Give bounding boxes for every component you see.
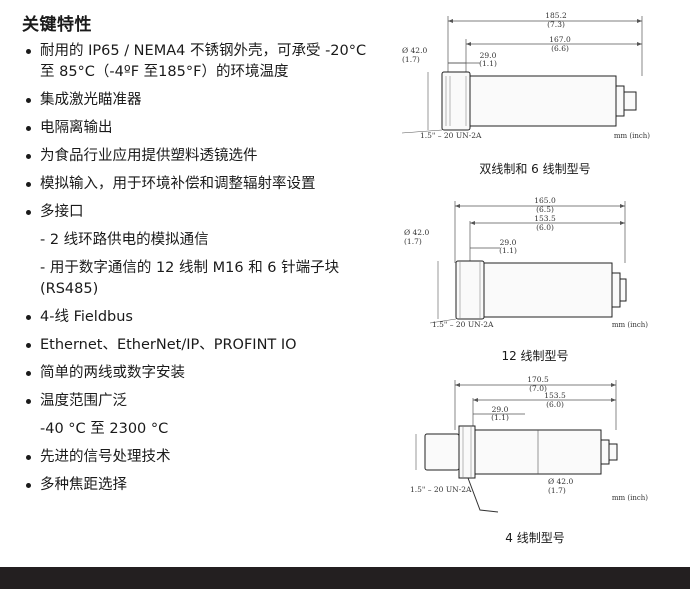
d2-thread: 1.5" – 20 UN-2A xyxy=(432,320,494,329)
d3-body: 153.5 xyxy=(544,391,566,400)
d3-nose-in: (1.1) xyxy=(491,413,509,422)
d1-nose: 29.0 xyxy=(480,51,497,60)
d1-nose-in: (1.1) xyxy=(479,59,497,68)
caption-four-wire: 4 线制型号 xyxy=(505,531,565,545)
d2-overall-in: (6.5) xyxy=(536,205,554,214)
d1-units: mm (inch) xyxy=(614,132,650,140)
dimension-drawings: 185.2 (7.3) 167.0 (6.6) Ø 42.0 (1.7) 29.… xyxy=(380,0,690,560)
d1-body-in: (6.6) xyxy=(551,44,569,53)
d1-body: 167.0 xyxy=(549,35,571,44)
feature-item: 简单的两线或数字安装 xyxy=(22,363,367,384)
feature-subitem: - 用于数字通信的 12 线制 M16 和 6 针端子块 (RS485) xyxy=(40,260,340,297)
feature-item: Ethernet、EtherNet/IP、PROFINT IO xyxy=(22,335,367,356)
d1-diameter: Ø 42.0 xyxy=(402,46,427,55)
d3-units: mm (inch) xyxy=(612,494,648,502)
feature-item: 多种焦距选择 xyxy=(22,475,367,496)
caption-two-six-wire: 双线制和 6 线制型号 xyxy=(479,162,591,176)
d3-diameter: Ø 42.0 xyxy=(548,477,573,486)
feature-item: 模拟输入，用于环境补偿和调整辐射率设置 xyxy=(22,174,367,195)
footer-bar xyxy=(0,567,690,589)
features-panel: 关键特性 耐用的 IP65 / NEMA4 不锈钢外壳，可承受 -20°C 至 … xyxy=(22,10,367,503)
feature-item: 先进的信号处理技术 xyxy=(22,447,367,468)
feature-subitem: - 2 线环路供电的模拟通信 xyxy=(40,232,209,248)
feature-subitem: -40 °C 至 2300 °C xyxy=(40,421,169,437)
drawing-four-wire: 170.5 (7.0) 153.5 (6.0) 29.0 (1.1) Ø 42.… xyxy=(410,375,648,513)
d2-body: 153.5 xyxy=(534,214,556,223)
drawing-twelve-wire: 165.0 (6.5) 153.5 (6.0) Ø 42.0 (1.7) 29.… xyxy=(404,196,648,329)
d3-thread: 1.5" – 20 UN-2A xyxy=(410,485,472,494)
d2-nose: 29.0 xyxy=(500,238,517,247)
d3-overall: 170.5 xyxy=(527,375,549,384)
d2-body-in: (6.0) xyxy=(536,223,554,232)
drawing-two-six-wire: 185.2 (7.3) 167.0 (6.6) Ø 42.0 (1.7) 29.… xyxy=(401,11,650,140)
d2-nose-in: (1.1) xyxy=(499,246,517,255)
feature-item: 4-线 Fieldbus xyxy=(22,307,367,328)
caption-twelve-wire: 12 线制型号 xyxy=(501,349,569,363)
d3-nose: 29.0 xyxy=(492,405,509,414)
d2-units: mm (inch) xyxy=(612,321,648,329)
d1-diameter-in: (1.7) xyxy=(402,55,420,64)
feature-list: 耐用的 IP65 / NEMA4 不锈钢外壳，可承受 -20°C 至 85°C（… xyxy=(22,41,367,496)
feature-item: 多接口 xyxy=(22,202,367,223)
d1-overall: 185.2 xyxy=(545,11,567,20)
d1-overall-in: (7.3) xyxy=(547,20,565,29)
d2-diameter: Ø 42.0 xyxy=(404,228,429,237)
d3-body-in: (6.0) xyxy=(546,400,564,409)
d3-overall-in: (7.0) xyxy=(529,384,547,393)
feature-item: 为食品行业应用提供塑料透镜选件 xyxy=(22,146,367,167)
d2-diameter-in: (1.7) xyxy=(404,237,422,246)
feature-item: 集成激光瞄准器 xyxy=(22,90,367,111)
feature-item: 耐用的 IP65 / NEMA4 不锈钢外壳，可承受 -20°C 至 85°C（… xyxy=(22,41,367,83)
d1-thread: 1.5" – 20 UN-2A xyxy=(420,131,482,140)
feature-item: 电隔离输出 xyxy=(22,118,367,139)
section-title: 关键特性 xyxy=(22,15,92,35)
d2-overall: 165.0 xyxy=(534,196,556,205)
feature-item: 温度范围广泛 xyxy=(22,391,367,412)
d3-diameter-in: (1.7) xyxy=(548,486,566,495)
